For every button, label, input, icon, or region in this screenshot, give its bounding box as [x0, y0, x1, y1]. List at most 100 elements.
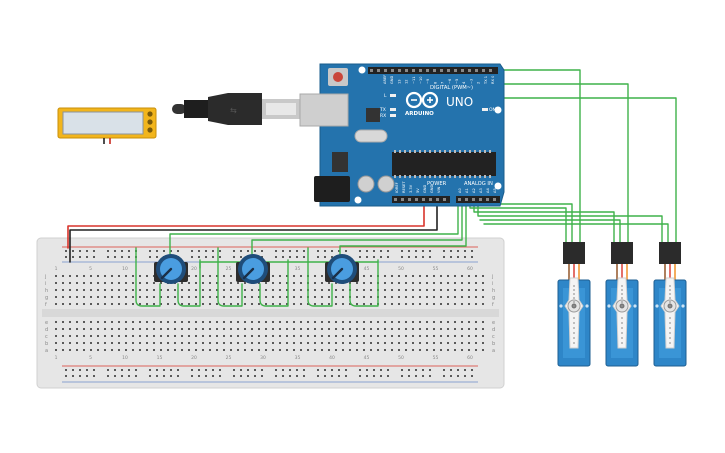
wire-servo3-signal[interactable]	[469, 97, 677, 247]
analog-pin-label: A4	[486, 188, 490, 193]
digital-pin-label: ~6	[448, 78, 452, 84]
wire-5v-red[interactable]	[67, 199, 425, 249]
row-letter: e	[45, 320, 48, 326]
digital-pin-label: 12	[405, 79, 409, 84]
column-number: 10	[122, 355, 128, 361]
power-pin-label: IOREF	[395, 182, 399, 193]
wire-gnd-black[interactable]	[69, 199, 438, 263]
column-number: 1	[55, 355, 58, 361]
power-pin-label: 3.3V	[409, 184, 413, 193]
wire-servo2-gnd[interactable]	[479, 219, 621, 247]
arduino-model: UNO	[446, 95, 473, 109]
row-letter: d	[492, 327, 495, 333]
usb-cable[interactable]: ⇆	[172, 93, 300, 125]
row-letter: g	[492, 295, 495, 301]
atmega-chip	[392, 152, 496, 176]
column-number: 35	[295, 266, 301, 272]
pot-indicator	[160, 267, 173, 280]
digital-pin-label: AREF	[383, 75, 387, 84]
power-pin-label: GND	[430, 185, 434, 193]
servo-horn[interactable]	[660, 277, 680, 349]
row-letter: a	[45, 348, 48, 354]
power-pin-label: VIN	[437, 186, 441, 193]
digital-pin-label: 2	[477, 82, 481, 84]
power-label: POWER	[427, 181, 447, 187]
potentiometer-1[interactable]	[154, 254, 188, 284]
arduino-uno[interactable]: L TX RX ON UNO ARDUINO DIGITAL (PWM~) PO…	[299, 63, 505, 207]
mounting-hole	[494, 106, 502, 114]
digital-pin-label: TX 1	[484, 76, 488, 85]
wires	[67, 69, 677, 307]
wire-pot3-signal[interactable]	[339, 199, 467, 257]
column-number: 60	[467, 266, 473, 272]
digital-pin-label: ~10	[419, 76, 423, 84]
power-jack	[314, 176, 350, 202]
wire-pot1-vcc[interactable]	[177, 259, 201, 307]
wire-servo3-power[interactable]	[477, 199, 663, 247]
usb-port	[299, 93, 349, 127]
row-letter: g	[45, 295, 48, 301]
digital-pin-label: GND	[390, 76, 394, 84]
column-number: 1	[55, 266, 58, 272]
mounting-hole	[494, 182, 502, 190]
breadboard-channel	[42, 309, 499, 317]
column-number: 20	[191, 355, 197, 361]
reset-button-cap[interactable]	[333, 72, 343, 82]
potentiometer-3[interactable]	[325, 254, 359, 284]
wire-pot3-vcc[interactable]	[349, 259, 379, 307]
row-letter: d	[45, 327, 48, 333]
column-number: 45	[364, 266, 370, 272]
wire-pot3-gnd[interactable]	[307, 247, 333, 307]
digital-pin-label: ~3	[469, 79, 473, 84]
row-letter: b	[492, 341, 495, 347]
row-letter: f	[492, 302, 494, 308]
column-number: 5	[89, 355, 92, 361]
battery-module[interactable]	[57, 107, 157, 144]
servo-3[interactable]	[653, 242, 687, 367]
arduino-logo-icon	[405, 91, 439, 109]
potentiometer-2[interactable]	[236, 254, 270, 284]
servo-horn[interactable]	[564, 277, 584, 349]
row-letter: h	[45, 288, 48, 294]
header-holes	[370, 69, 496, 201]
servo-connector	[659, 242, 681, 264]
breadboard-holes	[55, 250, 484, 377]
column-number: 25	[226, 355, 232, 361]
analog-pin-label: A0	[458, 188, 462, 193]
servo-2[interactable]	[605, 242, 639, 367]
servo-horn[interactable]	[612, 277, 632, 349]
analog-pin-label: A2	[472, 188, 476, 193]
column-number: 50	[398, 355, 404, 361]
wire-pot2-signal[interactable]	[251, 199, 463, 257]
power-header[interactable]	[392, 196, 450, 203]
wire-pot2-gnd[interactable]	[217, 247, 243, 307]
digital-pin-label: 4	[462, 81, 466, 84]
wire-pot1-gnd[interactable]	[135, 247, 161, 307]
servo-1[interactable]	[557, 242, 591, 367]
servo-connector	[563, 242, 585, 264]
power-pin-label: RESET	[402, 181, 406, 193]
column-number: 20	[191, 266, 197, 272]
analog-pin-label: A1	[465, 188, 469, 193]
wire-pot2-vcc[interactable]	[259, 259, 289, 307]
column-number: 60	[467, 355, 473, 361]
analog-label: ANALOG IN	[464, 181, 493, 187]
column-number: 45	[364, 355, 370, 361]
led-tx-label: TX	[379, 107, 386, 113]
analog-header[interactable]	[456, 196, 500, 203]
column-number: 15	[157, 355, 163, 361]
wire-pot1-signal[interactable]	[169, 199, 459, 257]
power-pin-label: 5V	[416, 188, 420, 193]
analog-pin-label: A3	[479, 188, 483, 193]
wire-servo2-signal[interactable]	[459, 83, 629, 247]
wire-servo3-gnd[interactable]	[483, 223, 669, 247]
wire-servo1-gnd[interactable]	[475, 203, 573, 247]
servos	[557, 242, 687, 367]
usb-plug-body	[208, 93, 262, 125]
row-letter: i	[45, 281, 46, 287]
usb-icon: ⇆	[230, 106, 237, 115]
